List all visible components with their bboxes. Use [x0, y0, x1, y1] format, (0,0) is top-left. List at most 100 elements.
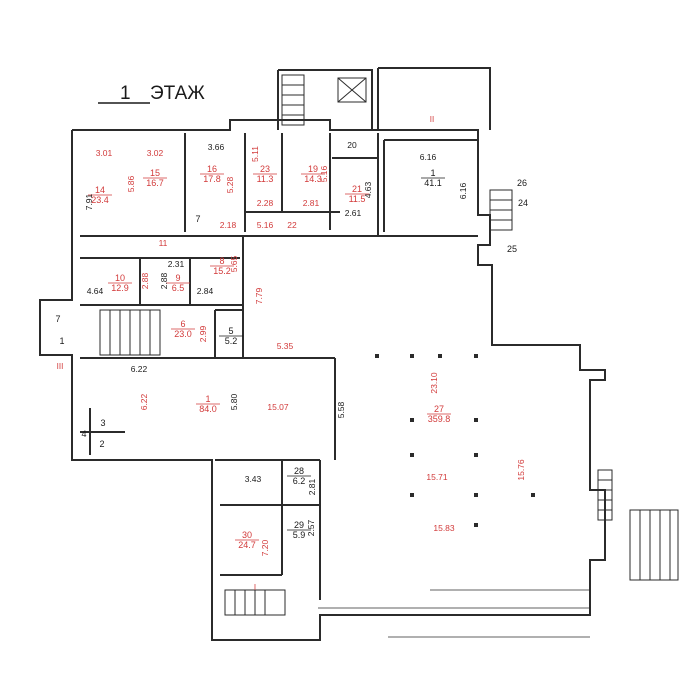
red-dimension-0: 3.01 — [96, 148, 113, 158]
room-10-area: 12.9 — [111, 283, 129, 293]
red-dimension-8: 5.16 — [257, 220, 274, 230]
room-14-area: 23.4 — [91, 195, 109, 205]
room-10-number: 10 — [115, 273, 125, 283]
black-dimension-11: 6.22 — [131, 364, 148, 374]
room-23-number: 23 — [260, 164, 270, 174]
black-dimension-0: 3.66 — [208, 142, 225, 152]
room-30-area: 24.7 — [238, 540, 256, 550]
room-14-number: 14 — [95, 185, 105, 195]
room-1-lower-area: 84.0 — [199, 404, 217, 414]
hall-columns — [375, 354, 535, 527]
section-numeral-1: III — [57, 362, 64, 371]
room-16-area: 17.8 — [203, 174, 221, 184]
room-15-area: 16.7 — [146, 178, 164, 188]
room-21-number: 21 — [352, 184, 362, 194]
dimension-lines — [318, 589, 590, 638]
floor-number: 1 — [120, 83, 131, 104]
black-dimension-12: 5.80 — [229, 393, 239, 410]
small-room-5: 24 — [518, 198, 528, 208]
black-dimension-16: 2.57 — [306, 519, 316, 536]
red-dimension-15: 2.99 — [198, 325, 208, 342]
column-11 — [531, 493, 535, 497]
room-6-area: 23.0 — [174, 329, 192, 339]
black-dimension-3: 6.16 — [458, 182, 468, 199]
red-dimension-10: 2.18 — [220, 220, 237, 230]
stairs — [99, 74, 679, 616]
small-room-7: 26 — [517, 178, 527, 188]
red-dimension-3: 5.28 — [225, 176, 235, 193]
section-numeral-2: I — [254, 583, 256, 592]
red-dimension-9: 22 — [287, 220, 297, 230]
black-dimension-4: 4.63 — [363, 181, 373, 198]
column-4 — [410, 418, 414, 422]
red-dimension-19: 23.10 — [429, 372, 439, 394]
room-9-number: 9 — [175, 273, 180, 283]
black-dimension-14: 3.43 — [245, 474, 262, 484]
black-dimension-5: 2.61 — [345, 208, 362, 218]
room-27-number: 27 — [434, 404, 444, 414]
black-dimension-1: 20 — [347, 140, 357, 150]
room-5-area: 5.2 — [225, 336, 238, 346]
column-9 — [474, 493, 478, 497]
column-8 — [410, 493, 414, 497]
room-8-number: 8 — [219, 256, 224, 266]
red-dimension-12: 5.65 — [229, 255, 239, 272]
red-dimension-1: 3.02 — [147, 148, 164, 158]
red-dimension-5: 5.16 — [319, 165, 329, 182]
room-8-area: 15.2 — [213, 266, 231, 276]
room-28-number: 28 — [294, 466, 304, 476]
black-dimension-13: 5.58 — [336, 401, 346, 418]
red-dimension-21: 15.76 — [516, 459, 526, 481]
room-23-area: 11.3 — [257, 174, 274, 184]
room-15-number: 15 — [150, 168, 160, 178]
room-labels: 1423.41516.71617.82311.31914.32111.5141.… — [88, 164, 451, 550]
column-7 — [474, 453, 478, 457]
red-dimension-11: 11 — [159, 238, 168, 248]
room-28-area: 6.2 — [293, 476, 306, 486]
red-dimension-2: 5.86 — [126, 175, 136, 192]
room-21-area: 11.5 — [349, 194, 366, 204]
small-room-8: 7 — [195, 214, 200, 224]
section-numeral-0: II — [430, 115, 434, 124]
room-1-upper-number: 1 — [430, 168, 435, 178]
column-3 — [474, 354, 478, 358]
black-dimension-2: 6.16 — [420, 152, 437, 162]
column-5 — [474, 418, 478, 422]
room-29-area: 5.9 — [293, 530, 306, 540]
column-6 — [410, 453, 414, 457]
red-dimension-18: 15.07 — [267, 402, 289, 412]
red-dimension-22: 15.83 — [433, 523, 455, 533]
small-room-4: 2 — [99, 439, 104, 449]
room-16-number: 16 — [207, 164, 217, 174]
small-room-0: 7 — [55, 314, 60, 324]
small-room-6: 25 — [507, 244, 517, 254]
red-dimension-4: 5.11 — [250, 146, 260, 162]
column-1 — [410, 354, 414, 358]
room-19-area: 14.3 — [304, 174, 322, 184]
room-1-lower-number: 1 — [205, 394, 210, 404]
room-9-area: 6.5 — [172, 283, 185, 293]
red-dimension-7: 2.81 — [303, 198, 320, 208]
black-dimension-10: 4.64 — [87, 286, 104, 296]
black-dimension-6: 7.91 — [84, 193, 94, 210]
red-dimension-23: 7.20 — [260, 539, 270, 556]
red-dimension-16: 5.35 — [277, 341, 294, 351]
column-2 — [438, 354, 442, 358]
room-6-number: 6 — [180, 319, 185, 329]
floor-word: ЭТАЖ — [150, 83, 205, 104]
room-27-area: 359.8 — [428, 414, 451, 424]
red-dimension-20: 15.71 — [426, 472, 448, 482]
small-room-2: 3 — [100, 418, 105, 428]
red-dimension-13: 7.79 — [254, 287, 264, 304]
column-10 — [474, 523, 478, 527]
room-30-number: 30 — [242, 530, 252, 540]
column-0 — [375, 354, 379, 358]
black-dimension-9: 2.84 — [197, 286, 214, 296]
red-dimension-17: 6.22 — [139, 393, 149, 410]
